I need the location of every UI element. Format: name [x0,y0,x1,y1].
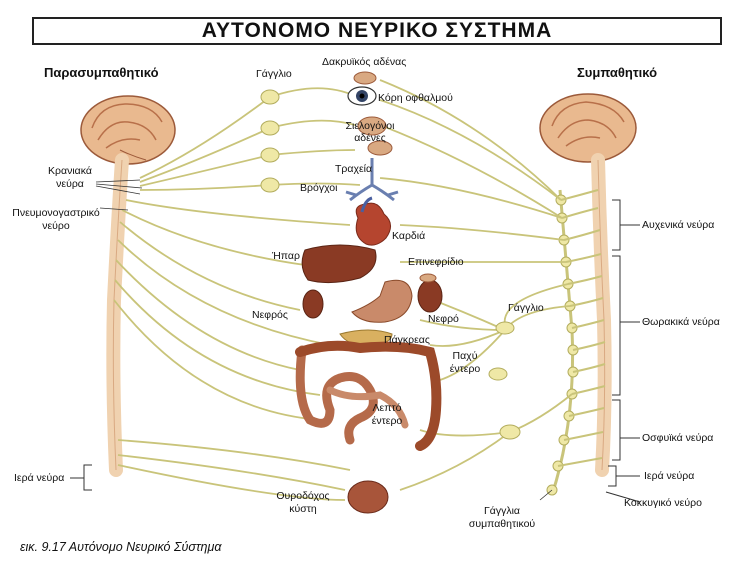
label-bladder-2: κύστη [268,503,338,515]
sympathetic-chain [547,190,578,495]
right-brain [540,94,636,162]
heart [356,198,390,245]
label-symp-ganglia-1: Γάγγλια [452,505,552,517]
label-lumbar: Οσφυϊκά νεύρα [642,432,713,444]
label-trachea: Τραχεία [335,163,372,175]
label-heart: Καρδιά [392,230,425,242]
label-cranial-2: νεύρα [40,178,100,190]
label-salivary-1: Σιελογόνοι [330,120,410,132]
label-large-int-2: έντερο [440,363,490,375]
figure-caption: εικ. 9.17 Αυτόνομο Νευρικό Σύστημα [20,540,221,554]
label-ganglion-top: Γάγγλιο [256,68,292,80]
label-symp-ganglia-2: συμπαθητικού [452,518,552,530]
parasympathetic-ganglia [261,90,279,192]
label-large-int-1: Παχύ [440,350,490,362]
label-bronchi: Βρόγχοι [300,182,337,194]
stomach [352,280,412,322]
lacrimal-gland [354,72,376,84]
label-salivary-2: αδένες [330,132,410,144]
label-small-int-2: έντερο [362,415,412,427]
label-liver: Ήπαρ [272,250,300,262]
label-cranial-1: Κρανιακά [40,165,100,177]
label-small-int-1: Λεπτό [362,402,412,414]
left-brain [81,96,175,164]
label-pupil: Κόρη οφθαλμού [378,92,453,104]
label-thoracic: Θωρακικά νεύρα [642,316,720,328]
label-kidney-right: Νεφρό [428,313,459,325]
label-adrenal: Επινεφρίδιο [408,256,464,268]
sympathetic-ganglia-collateral [489,322,520,439]
label-ganglion-right: Γάγγλιο [508,302,544,314]
label-coccygeal: Κοκκυγικό νεύρο [624,497,702,509]
label-cervical: Αυχενικά νεύρα [642,219,714,231]
adrenal-kidney-right [418,274,442,312]
intestines [300,346,436,446]
liver [302,245,376,283]
leader-lines [96,180,552,500]
label-kidney-left: Νεφρός [252,309,288,321]
label-lacrimal: Δακρυϊκός αδένας [322,56,406,68]
label-vagus-1: Πνευμονογαστρικό [6,207,106,219]
label-bladder-1: Ουροδόχος [268,490,338,502]
bladder [348,481,388,513]
label-pancreas: Πάγκρεας [384,334,430,346]
label-sacral-right: Ιερά νεύρα [644,470,694,482]
label-vagus-2: νεύρο [6,220,106,232]
kidney-left [303,290,323,318]
label-sacral-left: Ιερά νεύρα [14,472,64,484]
eye [348,87,376,105]
